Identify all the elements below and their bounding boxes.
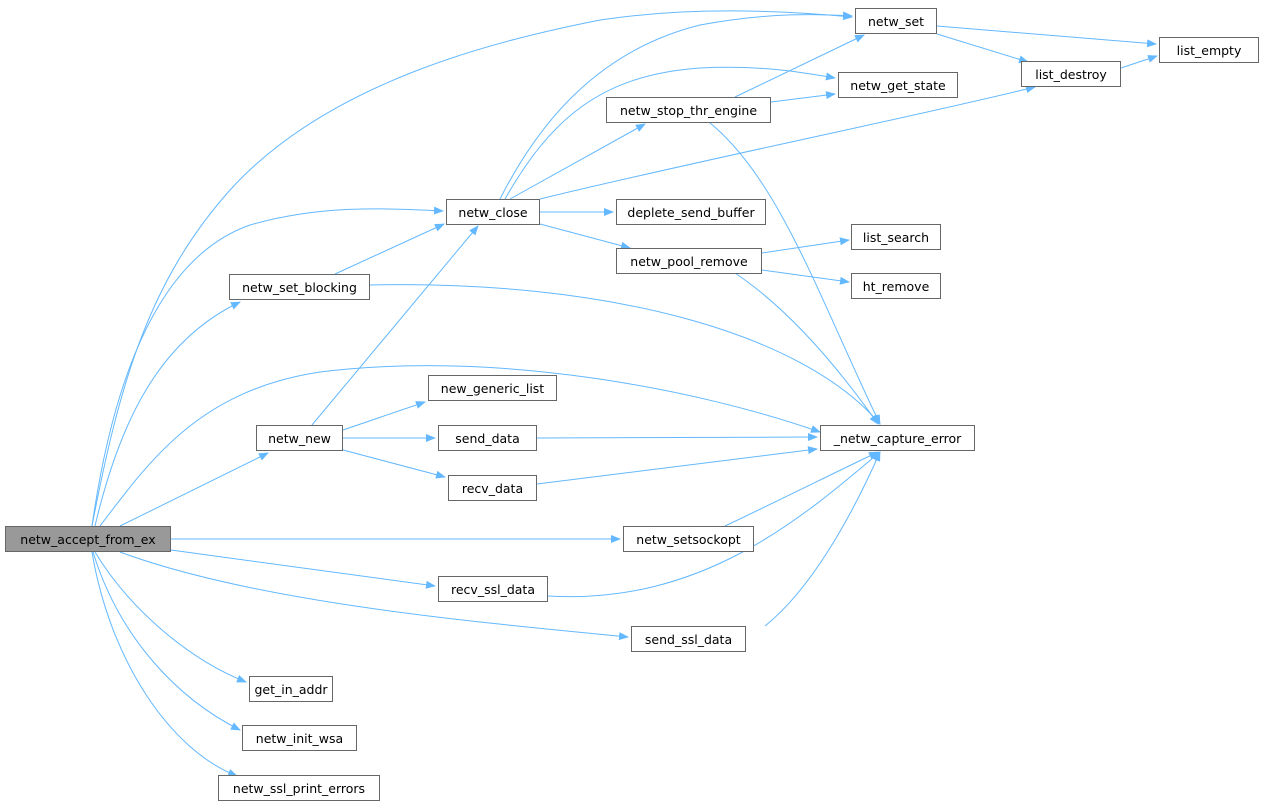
node-label: netw_pool_remove: [630, 253, 748, 269]
node-netw-close[interactable]: netw_close: [446, 199, 540, 225]
node-label: get_in_addr: [254, 681, 328, 697]
node-label: netw_ssl_print_errors: [232, 780, 366, 796]
node-label: netw_init_wsa: [255, 730, 344, 746]
node-send-data[interactable]: send_data: [438, 425, 537, 451]
edge-netw-set-list-empty: [936, 25, 1157, 48]
node-get-in-addr[interactable]: get_in_addr: [249, 676, 333, 702]
edge-pool-remove-capture-error: [734, 272, 879, 425]
node-deplete-send-buffer[interactable]: deplete_send_buffer: [616, 199, 766, 225]
edge-close-list-destroy: [539, 85, 1036, 200]
edge-pool-remove-list-search: [761, 237, 850, 254]
node-netw-new[interactable]: netw_new: [256, 425, 343, 451]
node-label: list_empty: [1176, 42, 1242, 58]
edge-close-netw-set: [499, 11, 853, 200]
edge-list-destroy-list-empty: [1120, 55, 1158, 69]
edge-accept-capture-error: [99, 365, 821, 527]
node-netw-accept-from-ex[interactable]: netw_accept_from_ex: [5, 526, 171, 552]
node-label: netw_stop_thr_engine: [619, 102, 758, 118]
edge-send-data-capture-error: [536, 433, 818, 442]
edge-close-stop-thr: [509, 123, 646, 200]
edge-accept-send-ssl-data: [119, 551, 629, 641]
edge-recv-data-capture-error: [536, 446, 818, 485]
edge-set-blocking-close: [334, 223, 445, 275]
edge-recv-ssl-data-capture-error: [547, 451, 881, 598]
edge-stop-thr-netw-set: [734, 34, 865, 98]
node-recv-ssl-data[interactable]: recv_ssl_data: [438, 576, 548, 602]
node-recv-data[interactable]: recv_data: [448, 475, 537, 501]
node-label: send_ssl_data: [644, 631, 733, 647]
node-netw-get-state[interactable]: netw_get_state: [838, 72, 958, 98]
node-label: netw_get_state: [850, 77, 946, 93]
edge-accept-ssl-print-errors: [91, 551, 238, 777]
edge-netw-set-list-destroy: [936, 33, 1029, 64]
edge-accept-set-blocking: [94, 301, 241, 527]
node-netw-stop-thr-engine[interactable]: netw_stop_thr_engine: [606, 97, 771, 123]
edge-netw-new-close: [311, 225, 479, 426]
node-label: netw_set: [867, 13, 925, 29]
edge-accept-netw-new: [119, 452, 269, 527]
edge-setsockopt-capture-error: [724, 451, 879, 527]
node-label: netw_setsockopt: [636, 531, 741, 547]
node-label: list_search: [862, 229, 930, 245]
edge-send-ssl-data-capture-error: [764, 451, 881, 627]
node-list-search[interactable]: list_search: [851, 224, 941, 250]
node-netw-init-wsa[interactable]: netw_init_wsa: [242, 725, 357, 751]
node-netw-ssl-print-errors[interactable]: netw_ssl_print_errors: [218, 775, 380, 801]
edge-accept-init-wsa: [92, 551, 241, 731]
node-netw-setsockopt[interactable]: netw_setsockopt: [623, 526, 754, 552]
node-label: send_data: [455, 430, 520, 446]
node-label: netw_close: [458, 204, 528, 220]
node-label: ht_remove: [862, 278, 930, 294]
node-netw-set[interactable]: netw_set: [855, 8, 937, 34]
node-list-destroy[interactable]: list_destroy: [1021, 61, 1121, 87]
node-label: _netw_capture_error: [833, 430, 962, 446]
node-label: netw_new: [268, 430, 331, 446]
edge-accept-netw-close: [91, 206, 444, 527]
edge-netw-new-recv-data: [342, 449, 446, 479]
node-netw-set-blocking[interactable]: netw_set_blocking: [229, 274, 370, 300]
edge-close-pool-remove: [539, 223, 631, 250]
node-ht-remove[interactable]: ht_remove: [851, 273, 941, 299]
node-netw-pool-remove[interactable]: netw_pool_remove: [616, 248, 762, 274]
edge-close-get-state: [504, 66, 836, 200]
node-list-empty[interactable]: list_empty: [1159, 37, 1259, 63]
edge-accept-recv-ssl-data: [170, 549, 436, 589]
node-label: recv_data: [461, 480, 524, 496]
node-label: netw_set_blocking: [242, 279, 357, 295]
node-new-generic-list[interactable]: new_generic_list: [428, 375, 557, 401]
node-label: new_generic_list: [440, 380, 545, 396]
edge-netw-new-new-generic-list: [342, 401, 426, 431]
edge-pool-remove-ht-remove: [761, 269, 850, 285]
node-netw-capture-error[interactable]: _netw_capture_error: [820, 425, 975, 451]
node-label: netw_accept_from_ex: [20, 531, 156, 547]
node-send-ssl-data[interactable]: send_ssl_data: [631, 626, 746, 652]
node-label: deplete_send_buffer: [627, 204, 755, 220]
edge-stop-thr-get-state: [770, 91, 836, 103]
edge-set-blocking-capture-error: [369, 284, 881, 425]
edge-stop-thr-capture-error: [709, 122, 881, 425]
node-label: recv_ssl_data: [451, 581, 535, 597]
edge-accept-get-in-addr: [94, 551, 247, 683]
node-label: list_destroy: [1035, 66, 1107, 82]
